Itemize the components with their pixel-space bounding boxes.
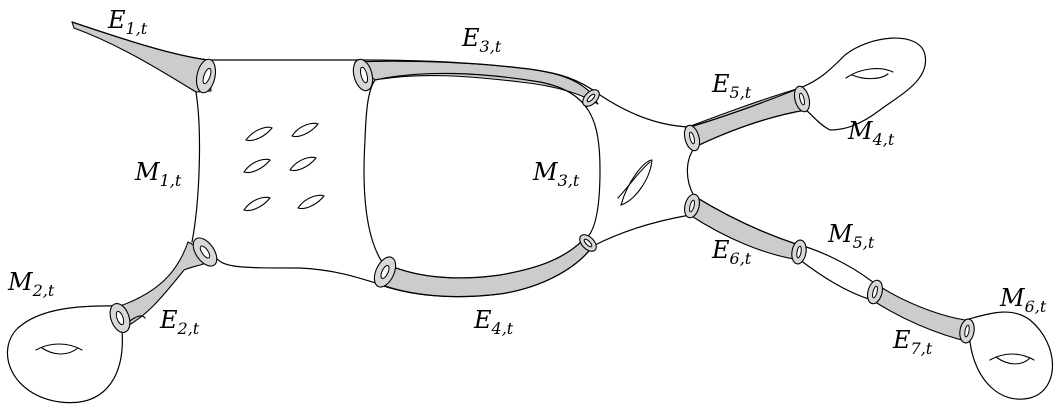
labels: E1,t E3,t E5,t M4,t M1,t M3,t M5,t E6,t … <box>7 6 1047 358</box>
handle-M1-2 <box>291 122 319 138</box>
label-E3: E3,t <box>461 24 502 56</box>
surface-left-edge-M1 <box>191 91 201 243</box>
handle-M2-lip <box>41 347 79 355</box>
ring-E4-M3-hole <box>583 238 593 248</box>
ring-E2-M1-hole <box>199 245 211 259</box>
surface-M2-loop <box>6 305 123 404</box>
handle-M1-1 <box>245 126 273 142</box>
surface-M3-bubble <box>363 72 601 279</box>
ring-E1-M1-hole <box>202 67 212 85</box>
handle-M3 <box>620 159 653 206</box>
handle-M4-lip <box>851 73 889 80</box>
handle-M6-lip <box>995 356 1031 365</box>
ring-E2-M2-hole <box>115 310 125 326</box>
ring-E3-M1-hole <box>359 66 369 84</box>
ring-E4-M1-hole <box>380 265 390 279</box>
handle-M1-4 <box>289 156 317 172</box>
neck-E2 <box>119 241 216 331</box>
neck-E7 <box>871 283 971 343</box>
ring-E7-M5-hole <box>872 285 878 299</box>
label-E7: E7,t <box>892 326 933 358</box>
handle-M1-5 <box>243 196 271 212</box>
handle-M1-6 <box>297 194 325 210</box>
handle-M1-3 <box>243 158 271 174</box>
surface-M5-bottom <box>799 259 873 301</box>
label-E4: E4,t <box>473 306 514 338</box>
ring-E6-M3-hole <box>689 199 695 213</box>
label-M3: M3,t <box>532 158 580 190</box>
surface-bottom-edge <box>214 214 691 298</box>
ring-E3-M3-hole <box>586 93 596 103</box>
label-M1: M1,t <box>134 158 182 190</box>
neck-rings <box>109 58 975 344</box>
handle-M3-lip <box>617 161 651 199</box>
ring-E6-M5-hole <box>796 245 802 259</box>
label-E5: E5,t <box>711 70 752 102</box>
label-M6: M6,t <box>999 284 1047 316</box>
surface-M6-loop <box>964 311 1053 400</box>
neck-E4 <box>379 239 594 298</box>
ring-E5-M3-hole <box>689 131 695 145</box>
surface-top-edge <box>71 21 927 288</box>
label-E2: E2,t <box>159 306 200 338</box>
label-M2: M2,t <box>7 268 55 300</box>
label-M4: M4,t <box>847 117 895 149</box>
ring-E7-M6-hole <box>964 324 970 338</box>
label-M5: M5,t <box>827 220 875 252</box>
neck-E3 <box>354 60 599 105</box>
ring-E5-M4-hole <box>799 92 805 106</box>
handle-M4 <box>845 68 894 79</box>
genus-handles <box>35 68 1035 365</box>
label-E6: E6,t <box>711 236 752 268</box>
label-E1: E1,t <box>107 6 148 38</box>
